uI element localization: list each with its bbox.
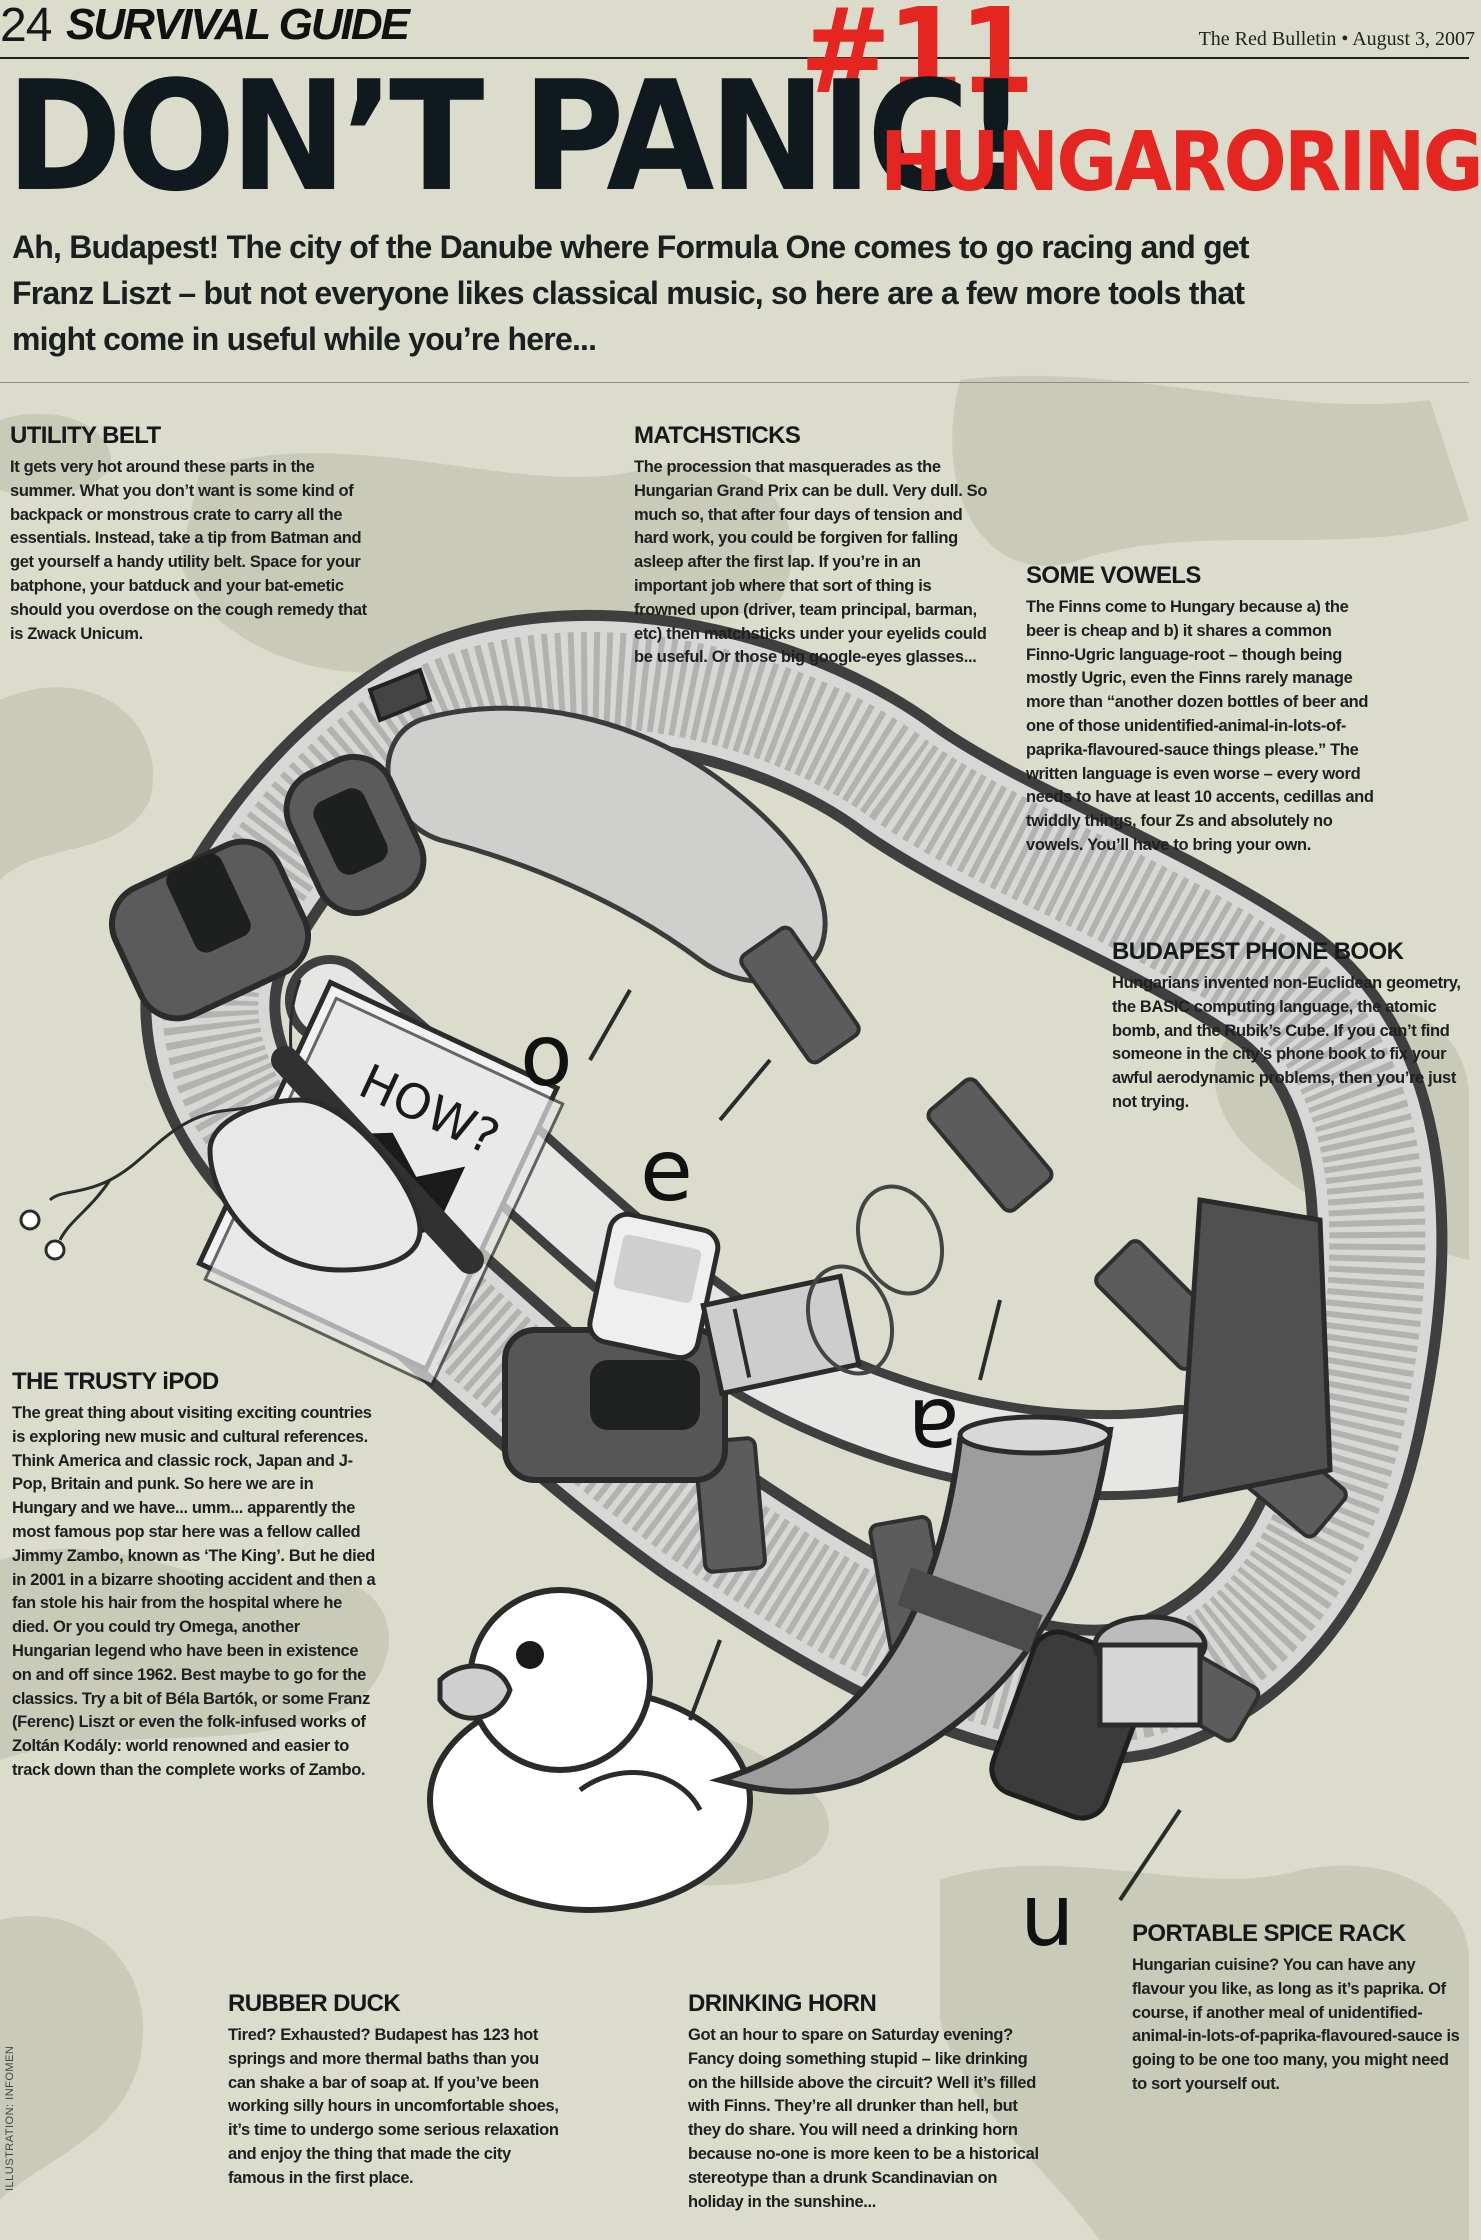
section-body: The procession that masquerades as the H… [634, 458, 988, 667]
section-title: MATCHSTICKS [634, 422, 801, 449]
drinking-horn [708, 1414, 1114, 1795]
section-title: PORTABLE SPICE RACK [1132, 1920, 1406, 1947]
header-rule [0, 57, 1469, 59]
intro-rule [0, 382, 1469, 383]
issue-number: #11 [800, 0, 1035, 120]
section-body: It gets very hot around these parts in t… [10, 458, 367, 643]
section-utility-belt: UTILITY BELT It gets very hot around the… [10, 422, 370, 646]
google-eye-glasses [805, 1184, 945, 1376]
section-title: SOME VOWELS [1026, 562, 1201, 589]
section-body: Tired? Exhausted? Budapest has 123 hot s… [228, 2026, 559, 2187]
utility-belt-illustration: HOW? o e a u [19, 610, 1448, 1966]
phone-pouch [109, 667, 433, 1022]
section-rubber-duck: RUBBER DUCK Tired? Exhausted? Budapest h… [228, 1990, 568, 2191]
matchbox [700, 1273, 862, 1397]
vowels: o e a u [520, 1006, 1075, 1966]
section-body: Hungarian cuisine? You can have any flav… [1132, 1956, 1460, 2093]
vowel-o: o [520, 1006, 573, 1106]
chains [588, 989, 1182, 1902]
section-body: The great thing about visiting exciting … [12, 1404, 376, 1779]
section-title: BUDAPEST PHONE BOOK [1112, 938, 1404, 965]
spice-rack [989, 1614, 1208, 1821]
section-matchsticks: MATCHSTICKS The procession that masquera… [634, 422, 996, 670]
intro-paragraph: Ah, Budapest! The city of the Danube whe… [12, 229, 1250, 357]
headline: DON’T PANIC! [6, 48, 1028, 225]
section-title: UTILITY BELT [10, 422, 161, 449]
venue-title: HUNGARORING [880, 115, 1481, 210]
vowel-a: a [907, 1379, 960, 1479]
ipod [587, 1211, 721, 1361]
vowel-e: e [640, 1121, 693, 1221]
section-body: The Finns come to Hungary because a) the… [1026, 598, 1374, 854]
section-title: DRINKING HORN [688, 1990, 877, 2017]
section-label: SURVIVAL GUIDE [66, 0, 410, 49]
rubber-duck [427, 1587, 753, 1913]
section-spice-rack: PORTABLE SPICE RACK Hungarian cuisine? Y… [1132, 1920, 1464, 2097]
section-some-vowels: SOME VOWELS The Finns come to Hungary be… [1026, 562, 1381, 858]
section-title: RUBBER DUCK [228, 1990, 401, 2017]
page-number: 24 [0, 0, 52, 52]
section-ipod: THE TRUSTY iPOD The great thing about vi… [12, 1368, 378, 1783]
section-body: Hungarians invented non-Euclidean geomet… [1112, 974, 1461, 1111]
section-drinking-horn: DRINKING HORN Got an hour to spare on Sa… [688, 1990, 1043, 2214]
publication-dateline: The Red Bulletin • August 3, 2007 [1198, 28, 1475, 50]
illustration-credit: ILLUSTRATION: INFOMEN [4, 2045, 16, 2191]
section-phone-book: BUDAPEST PHONE BOOK Hungarians invented … [1112, 938, 1462, 1115]
section-body: Got an hour to spare on Saturday evening… [688, 2026, 1039, 2211]
section-title: THE TRUSTY iPOD [12, 1368, 219, 1395]
vowel-u: u [1020, 1866, 1075, 1966]
